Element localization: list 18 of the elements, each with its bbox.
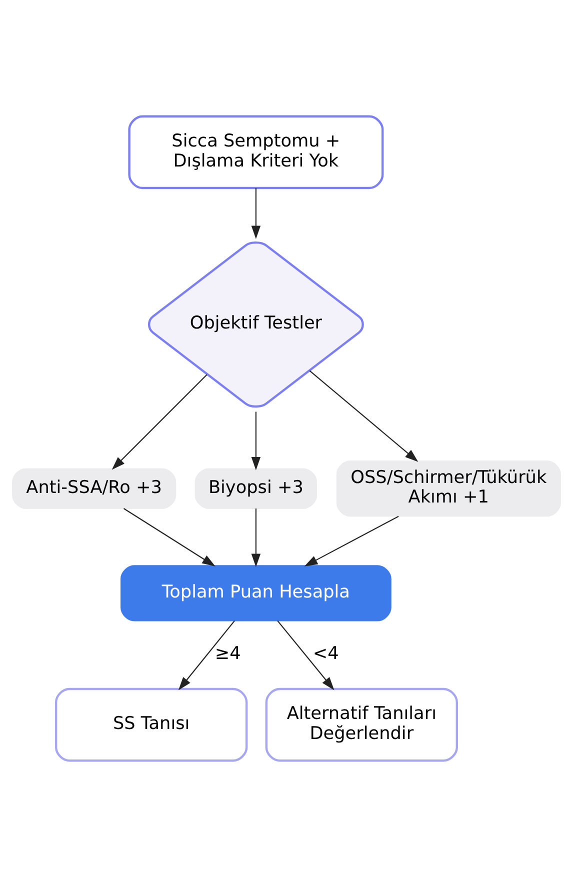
arrow [251,188,261,239]
node-box: Alternatif Tanıları Değerlendir [265,688,458,762]
node-box: OSS/Schirmer/Tükürük Akımı +1 [336,460,561,517]
edge-label: <4 [312,644,339,664]
arrow [309,370,418,462]
arrow [251,412,261,470]
arrow [123,508,216,566]
node-box: SS Tanısı [54,688,248,762]
node-box: Sicca Semptomu + Dışlama Kriteri Yok [128,115,384,190]
edge-label: ≥4 [214,644,241,664]
arrow [277,620,334,690]
arrow [251,508,261,568]
arrow [112,374,208,470]
node-box: Toplam Puan Hesapla [120,565,392,622]
node-box: Anti-SSA/Ro +3 [12,468,176,509]
arrow [178,620,235,690]
arrow [304,516,399,566]
node-box: Biyopsi +3 [194,468,318,509]
